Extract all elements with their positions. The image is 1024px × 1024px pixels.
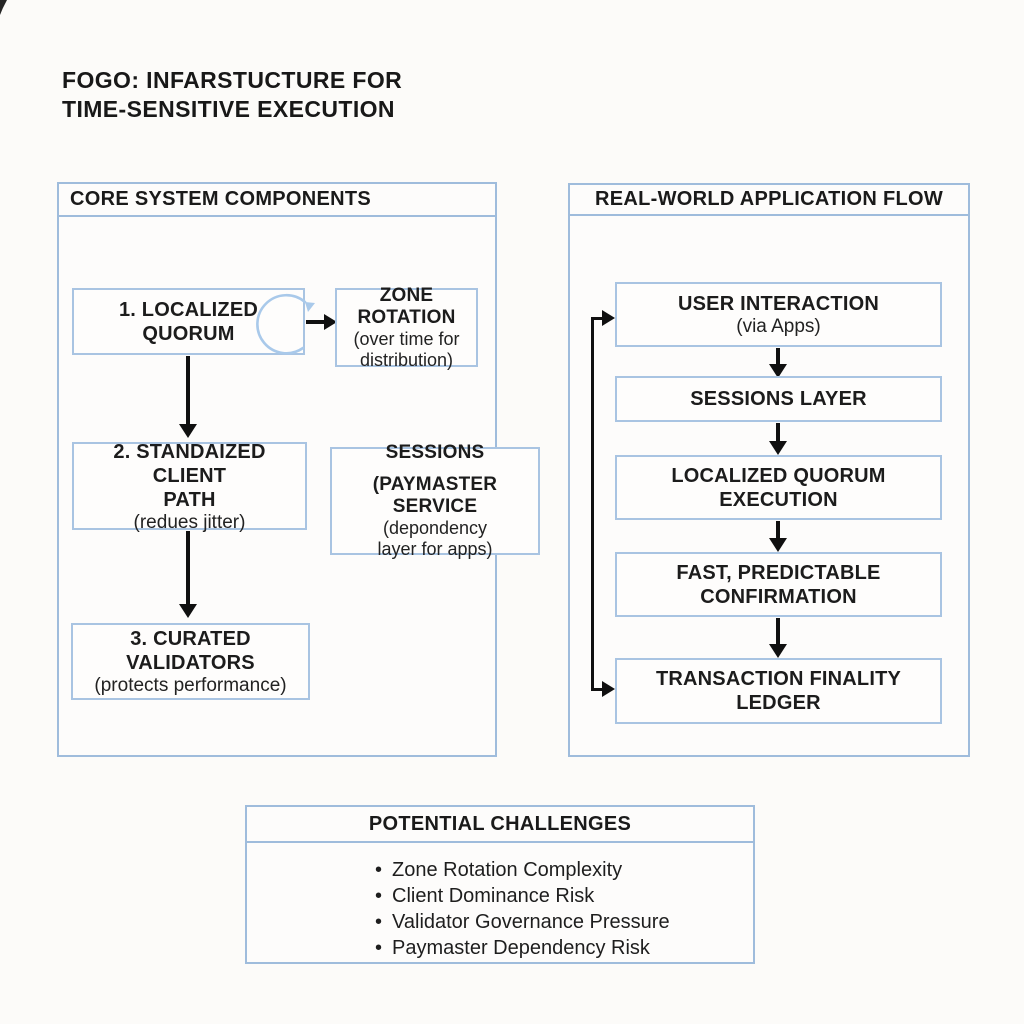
potential-challenges-panel: POTENTIAL CHALLENGES Zone Rotation Compl… (245, 805, 755, 964)
flow-arrow-4-head (769, 644, 787, 658)
flow-step-localized-quorum-execution: LOCALIZED QUORUM EXECUTION (615, 455, 942, 520)
client-path-box: 2. STANDAIZED CLIENT PATH (redues jitter… (72, 440, 307, 533)
challenge-item: Paymaster Dependency Risk (375, 935, 670, 961)
zone-rotation-note2: distribution) (359, 349, 454, 370)
zone-rotation-note1: (over time for (353, 328, 460, 349)
curated-validators-note: (protects performance) (94, 675, 287, 696)
feedback-loop-top-head (602, 310, 615, 326)
client-path-note: (redues jitter) (133, 511, 246, 533)
flow-step-line2: (via Apps) (736, 316, 821, 337)
feedback-loop-vertical-line (591, 317, 594, 691)
flow-step-line1: USER INTERACTION (678, 293, 879, 315)
flow-step-line2: LEDGER (736, 692, 821, 714)
core-panel-header: CORE SYSTEM COMPONENTS (59, 184, 495, 217)
sessions-sub2: (depondency (382, 518, 488, 538)
curated-validators-title: 3. CURATED VALIDATORS (126, 628, 255, 674)
flow-arrow-1-line (776, 348, 780, 364)
flow-step-line1: SESSIONS LAYER (690, 388, 867, 410)
flow-step-sessions-layer: SESSIONS LAYER (615, 376, 942, 422)
flow-arrow-2-head (769, 441, 787, 455)
arrow-quorum-to-zone-head (324, 314, 337, 330)
zone-rotation-title: ZONE ROTATION (357, 284, 456, 328)
arrow-quorum-to-zone-line (306, 320, 326, 324)
flow-arrow-1-head (769, 364, 787, 378)
challenge-item: Client Dominance Risk (375, 883, 670, 909)
flow-step-line1: TRANSACTION FINALITY (655, 668, 902, 690)
flow-step-line2: EXECUTION (719, 488, 838, 511)
rotation-cycle-icon (256, 294, 315, 355)
feedback-loop-bottom-head (602, 681, 615, 697)
page-title-line2: TIME-SENSITIVE EXECUTION (62, 96, 395, 122)
zone-rotation-box: ZONE ROTATION (over time for distributio… (335, 284, 478, 370)
localized-quorum-line2: QUORUM (142, 322, 235, 345)
flow-arrow-4-line (776, 618, 780, 644)
flow-arrow-3-head (769, 538, 787, 552)
flow-step-fast-confirmation: FAST, PREDICTABLE CONFIRMATION (615, 552, 942, 617)
sessions-sub3: layer for apps) (377, 539, 493, 559)
flow-step-line1: LOCALIZED QUORUM (671, 464, 886, 487)
flow-arrow-2-line (776, 423, 780, 441)
page-title-line1: FOGO: INFARSTUCTURE FOR (62, 67, 403, 93)
flow-panel-header: REAL-WORLD APPLICATION FLOW (570, 185, 968, 216)
flow-step-user-interaction: USER INTERACTION (via Apps) (615, 282, 942, 347)
arrow-client-to-validators-line (186, 531, 190, 604)
challenge-item: Zone Rotation Complexity (375, 857, 670, 883)
arrow-quorum-to-client-head (179, 424, 197, 438)
feedback-loop-bottom-line (591, 688, 603, 691)
page-title: FOGO: INFARSTUCTURE FOR TIME-SENSITIVE E… (62, 66, 402, 124)
flow-arrow-3-line (776, 521, 780, 538)
arrow-quorum-to-client-line (186, 356, 190, 424)
corner-artifact-mark (0, 0, 7, 15)
client-path-line1: 2. STANDAIZED CLIENT (113, 440, 266, 487)
flow-step-transaction-finality: TRANSACTION FINALITY LEDGER (615, 658, 942, 724)
flow-step-line1: FAST, PREDICTABLE (676, 561, 881, 584)
arrow-client-to-validators-head (179, 604, 197, 618)
challenges-panel-header: POTENTIAL CHALLENGES (247, 807, 753, 843)
challenges-list: Zone Rotation Complexity Client Dominanc… (375, 857, 670, 961)
sessions-sub1: (PAYMASTER SERVICE (372, 474, 498, 517)
localized-quorum-line1: 1. LOCALIZED (118, 298, 259, 321)
sessions-box: SESSIONS (PAYMASTER SERVICE (depondency … (330, 442, 540, 559)
sessions-title: SESSIONS (385, 442, 485, 463)
challenge-item: Validator Governance Pressure (375, 909, 670, 935)
curated-validators-box: 3. CURATED VALIDATORS (protects performa… (71, 623, 310, 700)
flow-step-line2: CONFIRMATION (700, 585, 857, 608)
client-path-line2: PATH (163, 488, 216, 511)
feedback-loop-top-line (591, 317, 603, 320)
localized-quorum-box: 1. LOCALIZED QUORUM (72, 288, 305, 355)
